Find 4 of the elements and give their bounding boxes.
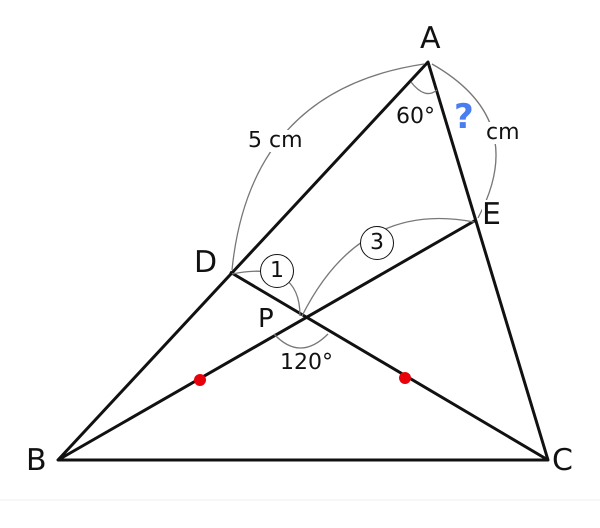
length-label: 5 cm — [248, 130, 303, 152]
circled-number: 3 — [360, 226, 394, 260]
unit-label: cm — [486, 122, 520, 144]
circled-number: 1 — [260, 254, 294, 288]
